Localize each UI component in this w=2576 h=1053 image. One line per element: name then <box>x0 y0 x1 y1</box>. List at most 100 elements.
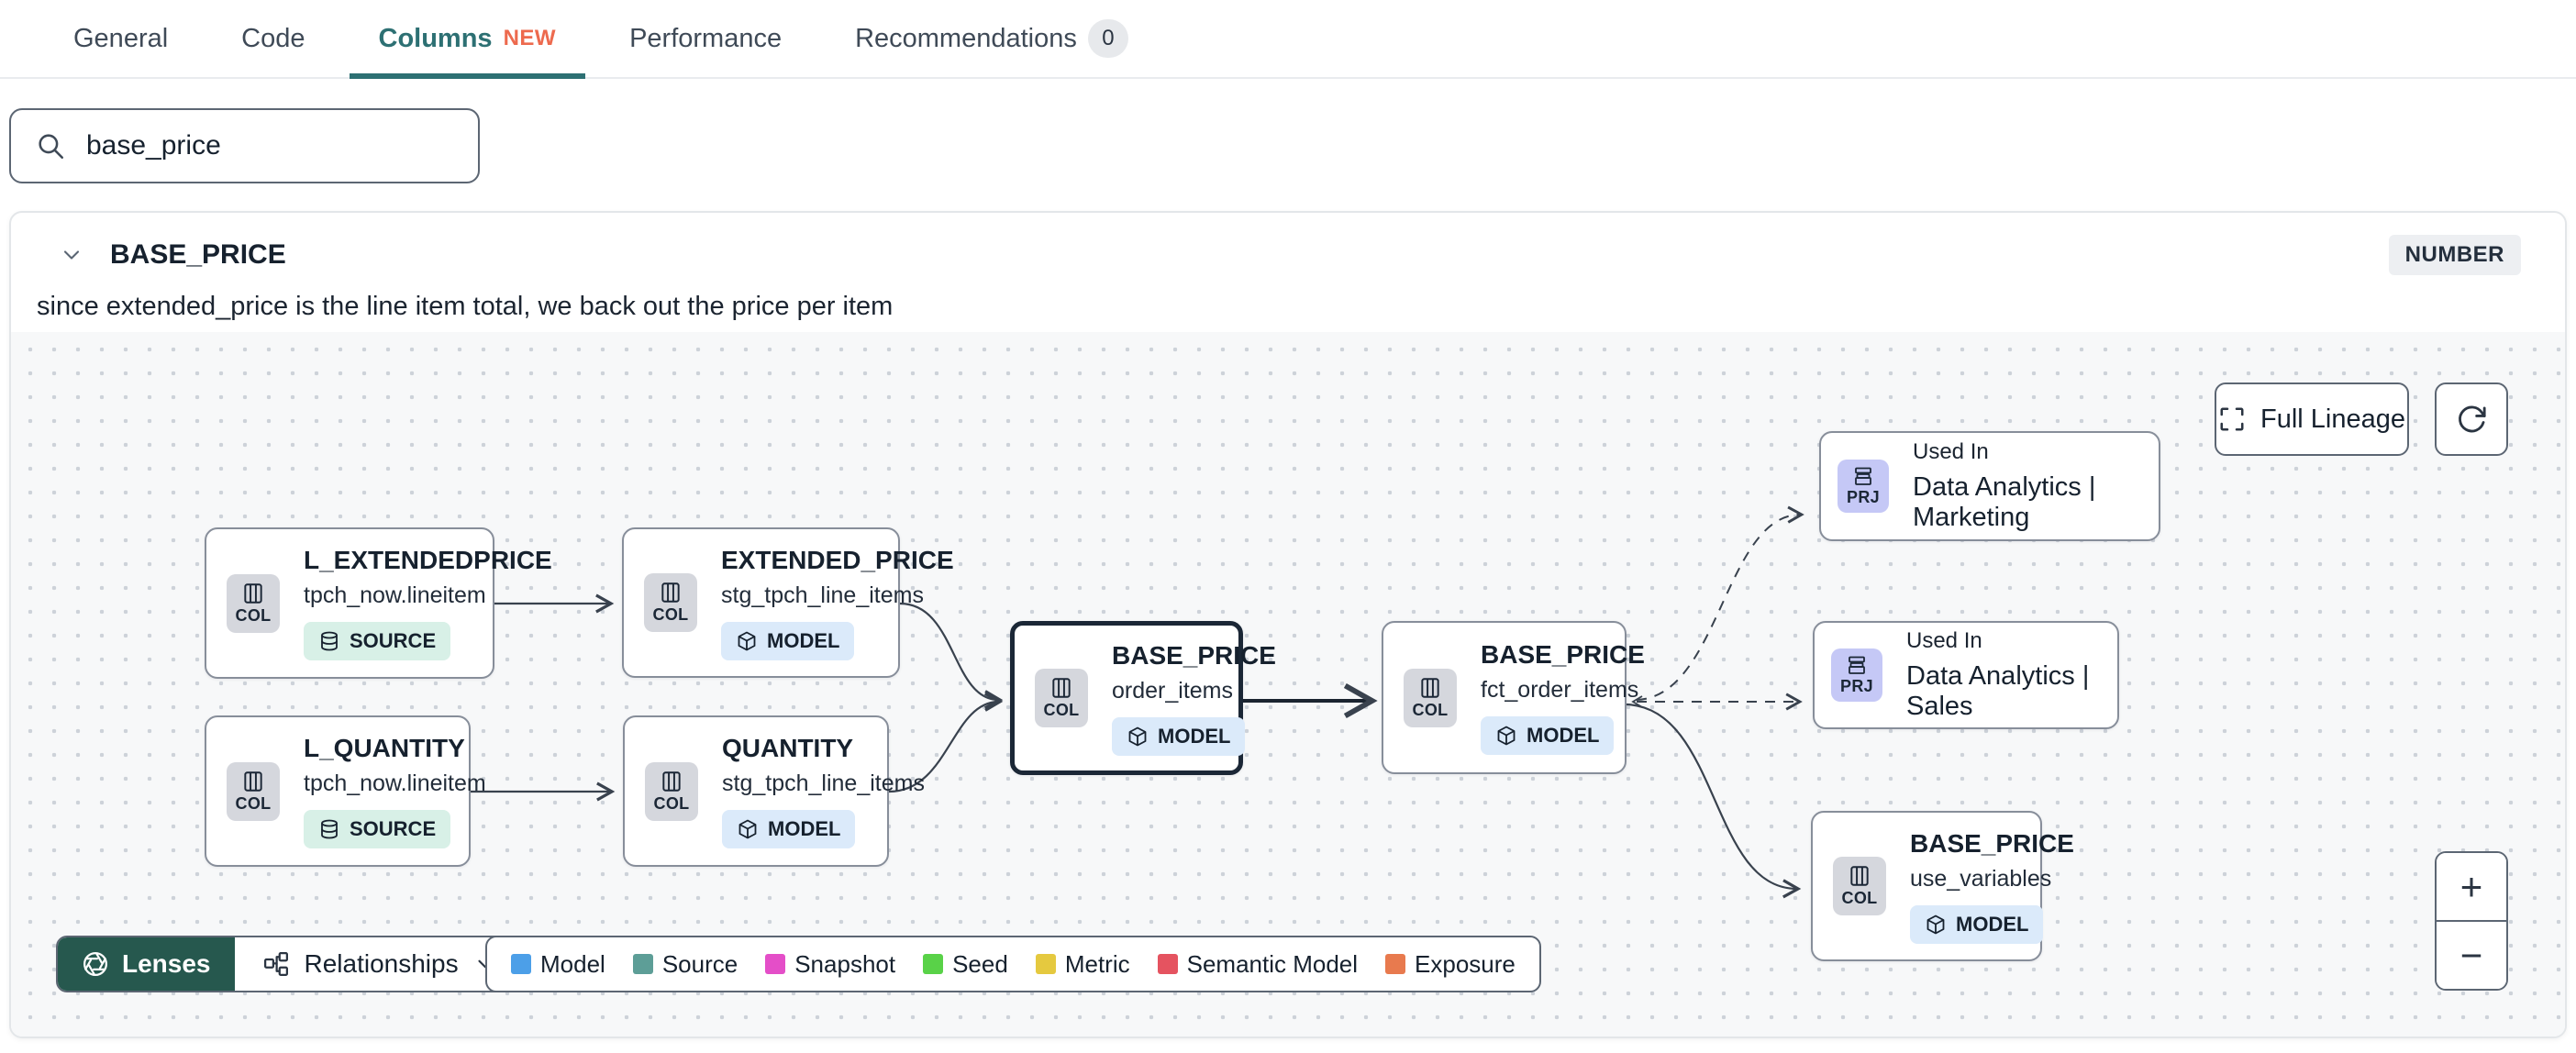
legend-label: Exposure <box>1415 949 1516 978</box>
aperture-icon <box>83 952 107 976</box>
legend-label: Model <box>540 949 605 978</box>
columns-icon <box>661 582 680 603</box>
new-badge: NEW <box>503 26 557 50</box>
tab-label: General <box>73 23 169 53</box>
tab-label: Recommendations <box>855 23 1077 53</box>
prj-badge-label: PRJ <box>1847 488 1880 506</box>
source-pill: SOURCE <box>304 622 451 660</box>
prj-badge: PRJ <box>1838 460 1889 513</box>
tab-label: Columns <box>378 23 493 53</box>
columns-icon <box>244 770 262 792</box>
legend-item-semantic-model: Semantic Model <box>1157 949 1359 979</box>
model-pill: MODEL <box>721 621 855 660</box>
node-body: L_EXTENDEDPRICE tpch_now.lineitem SOURCE <box>304 546 574 660</box>
cube-icon <box>1128 726 1147 746</box>
lineage-node-quantity[interactable]: COL QUANTITY stg_tpch_line_items MODEL <box>623 715 925 867</box>
node-body: Used In Data Analytics | Sales <box>1906 628 2117 722</box>
col-badge: COL <box>645 761 698 821</box>
tab-recommendations[interactable]: Recommendations 0 <box>818 0 1165 77</box>
node-title: L_EXTENDEDPRICE <box>304 546 552 574</box>
lenses-button[interactable]: Lenses <box>58 937 235 991</box>
pill-label: MODEL <box>1956 912 2029 936</box>
tab-performance[interactable]: Performance <box>593 0 818 77</box>
columns-icon <box>662 770 681 792</box>
search-input[interactable] <box>86 130 454 161</box>
refresh-button[interactable] <box>2435 382 2508 456</box>
tab-bar: General Code Columns NEW Performance Rec… <box>0 0 2576 79</box>
lineage-node-used-in-marketing[interactable]: PRJ Used In Data Analytics | Marketing <box>1819 431 2160 541</box>
legend-color-chip <box>765 954 786 974</box>
column-search[interactable] <box>9 108 480 183</box>
lenses-toolbar: Lenses Relationships <box>56 936 527 992</box>
zoom-in-button[interactable]: + <box>2437 853 2506 922</box>
legend-item-seed: Seed <box>923 950 1008 979</box>
node-title: BASE_PRICE <box>1481 640 1645 669</box>
legend-color-chip <box>1385 954 1406 974</box>
source-pill: SOURCE <box>304 810 451 848</box>
node-subtitle: tpch_now.lineitem <box>304 770 486 796</box>
columns-icon <box>1052 678 1071 698</box>
pill-label: MODEL <box>767 628 840 652</box>
legend-color-chip <box>632 954 653 974</box>
col-badge-label: COL <box>1043 701 1080 719</box>
node-title: Data Analytics | Marketing <box>1913 472 2096 532</box>
pill-label: MODEL <box>768 817 841 840</box>
lineage-node-l-extendedprice[interactable]: COL L_EXTENDEDPRICE tpch_now.lineitem SO… <box>205 527 552 679</box>
database-icon <box>321 819 338 839</box>
tab-code[interactable]: Code <box>205 0 341 77</box>
col-badge-label: COL <box>235 793 272 813</box>
lineage-node-base-price-use-variables[interactable]: COL BASE_PRICE use_variables MODEL <box>1811 811 2074 961</box>
pill-label: MODEL <box>1527 724 1600 747</box>
relationships-icon <box>263 952 288 976</box>
node-subtitle: fct_order_items <box>1481 677 1639 703</box>
col-badge: COL <box>1833 857 1886 915</box>
col-badge-label: COL <box>652 605 689 624</box>
cube-icon <box>738 631 756 650</box>
node-body: Used In Data Analytics | Marketing <box>1913 439 2159 533</box>
cube-icon <box>738 819 757 839</box>
project-icon <box>1855 467 1871 485</box>
legend-color-chip <box>511 954 531 974</box>
legend-color-chip <box>1157 954 1178 974</box>
col-badge: COL <box>1035 669 1088 727</box>
columns-icon <box>244 582 262 604</box>
node-title: BASE_PRICE <box>1910 828 2074 858</box>
node-subtitle: stg_tpch_line_items <box>721 582 924 608</box>
lineage-node-base-price-fct-order-items[interactable]: COL BASE_PRICE fct_order_items MODEL <box>1382 621 1645 774</box>
node-eyebrow: Used In <box>1906 628 1982 653</box>
cube-icon <box>1497 726 1516 746</box>
search-icon <box>39 134 64 160</box>
column-type-badge: NUMBER <box>2388 235 2521 275</box>
lineage-node-extended-price[interactable]: COL EXTENDED_PRICE stg_tpch_line_items M… <box>622 527 954 678</box>
node-subtitle: tpch_now.lineitem <box>304 582 486 608</box>
project-icon <box>1849 656 1865 674</box>
node-subtitle: stg_tpch_line_items <box>722 770 925 796</box>
col-badge: COL <box>227 573 280 633</box>
tab-columns[interactable]: Columns NEW <box>342 0 594 79</box>
lineage-edges <box>471 505 1804 899</box>
relationships-dropdown[interactable]: Relationships <box>235 937 525 991</box>
legend-label: Semantic Model <box>1186 949 1359 978</box>
zoom-out-button[interactable]: − <box>2437 922 2506 989</box>
model-pill: MODEL <box>722 810 856 848</box>
zoom-controls: + − <box>2435 851 2508 991</box>
tab-label: Performance <box>629 23 783 53</box>
node-subtitle: use_variables <box>1910 865 2052 892</box>
columns-icon <box>1421 677 1439 698</box>
lineage-node-l-quantity[interactable]: COL L_QUANTITY tpch_now.lineitem SOURCE <box>205 715 486 867</box>
node-body: EXTENDED_PRICE stg_tpch_line_items MODEL <box>721 546 976 660</box>
column-description: since extended_price is the line item to… <box>37 292 894 321</box>
lineage-node-used-in-sales[interactable]: PRJ Used In Data Analytics | Sales <box>1813 621 2119 729</box>
columns-icon <box>1850 866 1869 886</box>
legend-label: Metric <box>1064 949 1130 978</box>
lineage-node-base-price-order-items[interactable]: COL BASE_PRICE order_items MODEL <box>1010 621 1276 775</box>
col-badge-label: COL <box>653 793 690 813</box>
full-lineage-button[interactable]: Full Lineage <box>2215 382 2409 456</box>
chevron-down-icon[interactable] <box>59 242 84 268</box>
cube-icon <box>1926 914 1945 934</box>
lineage-canvas[interactable]: COL L_EXTENDEDPRICE tpch_now.lineitem SO… <box>11 332 2565 1036</box>
node-body: BASE_PRICE use_variables MODEL <box>1910 829 2096 944</box>
col-badge-label: COL <box>1841 889 1878 907</box>
tab-general[interactable]: General <box>37 0 205 77</box>
model-pill: MODEL <box>1481 716 1615 755</box>
